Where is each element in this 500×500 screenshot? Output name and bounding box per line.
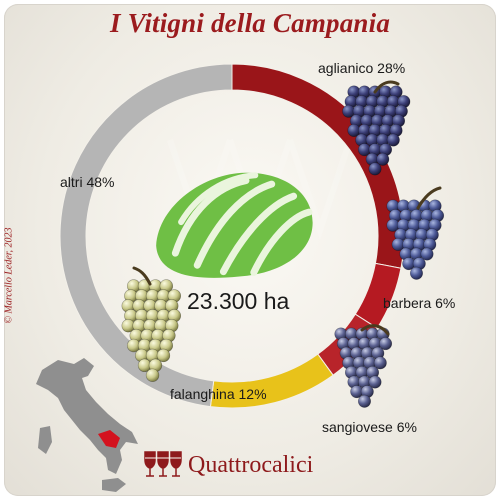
center-total-label: 23.300 ha (187, 288, 290, 314)
grape-leaf-icon (156, 172, 313, 278)
copyright-text: © Marcello Leder, 2023 (3, 227, 15, 324)
grape-cluster-icon (121, 279, 182, 382)
grape-berry (156, 348, 171, 363)
grape-berry (368, 162, 382, 176)
grape-berry (373, 356, 387, 370)
grape-berry (386, 133, 400, 147)
grape-stems (132, 80, 442, 336)
grape-cluster-icon (342, 85, 411, 176)
slice-label-barbera: barbera 6% (383, 295, 456, 311)
grape-cluster-icon (334, 327, 393, 408)
grape-berry (357, 394, 371, 408)
page-title: I Vitigni della Campania (109, 8, 391, 38)
grape-berry (379, 337, 393, 351)
slice-label-sangiovese: sangiovese 6% (322, 419, 417, 435)
grape-berry (376, 152, 390, 166)
grape-berry (409, 266, 423, 280)
slice-label-altri: altri 48% (60, 174, 115, 190)
grape-berry (145, 368, 160, 382)
grape-berry (420, 247, 434, 261)
grape-berry (368, 375, 382, 389)
donut-slice-altri (59, 63, 233, 408)
wine-glasses-icon (144, 451, 182, 477)
slice-label-falanghina: falanghina 12% (170, 386, 267, 402)
italy-map-icon (36, 358, 138, 492)
slice-label-aglianico: aglianico 28% (318, 60, 406, 76)
brand-name: Quattrocalici (188, 452, 314, 478)
